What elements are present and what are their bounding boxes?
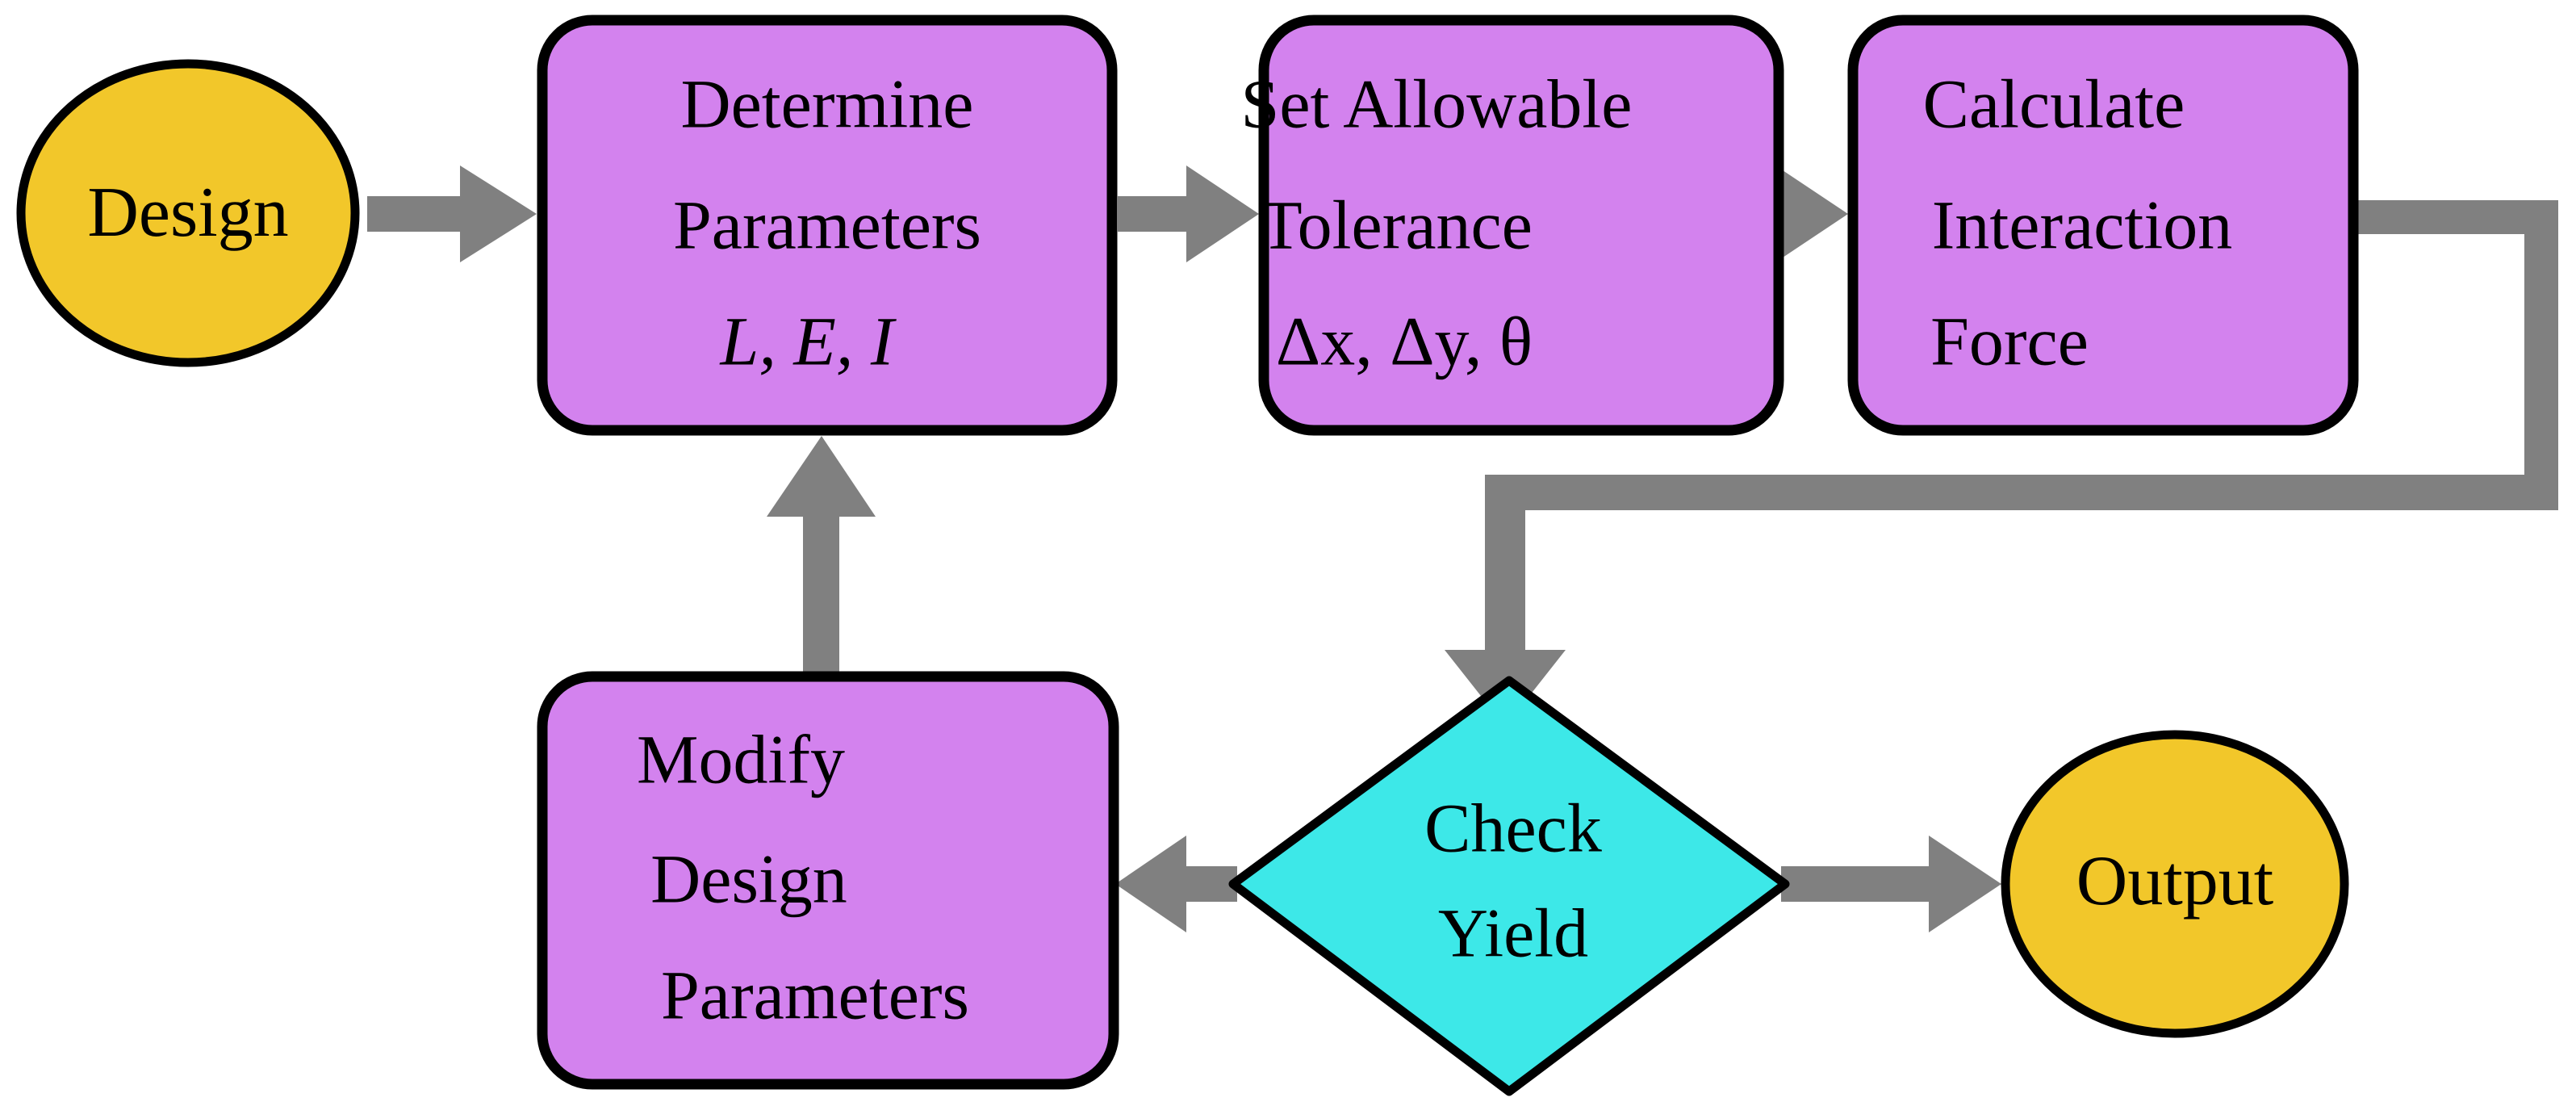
edge-check-to-output [1781,836,2001,932]
tolerance-line-1: Set Allowable [1241,65,1633,143]
tolerance-line-2: Tolerance [1260,186,1533,264]
determine-line-1: Determine [681,65,974,143]
output-label: Output [2076,842,2273,920]
output-ellipse[interactable] [2001,730,2349,1038]
node-modify-design-parameters[interactable]: Modify Design Parameters [537,671,1119,1090]
node-calculate-interaction-force[interactable]: Calculate Interaction Force [1847,15,2359,436]
design-label: Design [87,174,288,252]
force-line-1: Calculate [1923,65,2185,143]
edge-modify-to-determine [767,436,876,677]
determine-line-2: Parameters [673,186,981,264]
edge-determine-to-tolerance [1118,165,1259,262]
node-output[interactable]: Output [2001,730,2349,1038]
check-yield-line-1: Check [1424,790,1602,867]
modify-line-3: Parameters [661,957,969,1034]
force-line-3: Force [1930,303,2089,380]
set-allowable-tolerance-box[interactable] [1258,15,1784,436]
tolerance-line-3: Δx, Δy, θ [1276,303,1533,380]
force-line-2: Interaction [1932,186,2232,264]
design-ellipse[interactable] [16,59,360,367]
modify-design-parameters-box[interactable] [537,671,1119,1090]
check-yield-diamond[interactable] [1228,676,1790,1096]
check-yield-line-2: Yield [1438,894,1588,972]
modify-line-2: Design [650,840,847,918]
determine-line-3: L, E, I [719,303,897,380]
calculate-interaction-force-box[interactable] [1847,15,2359,436]
node-design[interactable]: Design [16,59,360,367]
determine-parameters-box[interactable] [537,15,1118,436]
node-determine-parameters[interactable]: Determine Parameters L, E, I [537,15,1118,436]
node-check-yield[interactable]: Check Yield [1228,676,1790,1096]
modify-line-1: Modify [637,721,845,798]
node-set-allowable-tolerance[interactable]: Set Allowable Tolerance Δx, Δy, θ [1241,15,1784,436]
edge-design-to-determine [367,165,537,262]
edge-check-to-modify [1115,836,1237,932]
